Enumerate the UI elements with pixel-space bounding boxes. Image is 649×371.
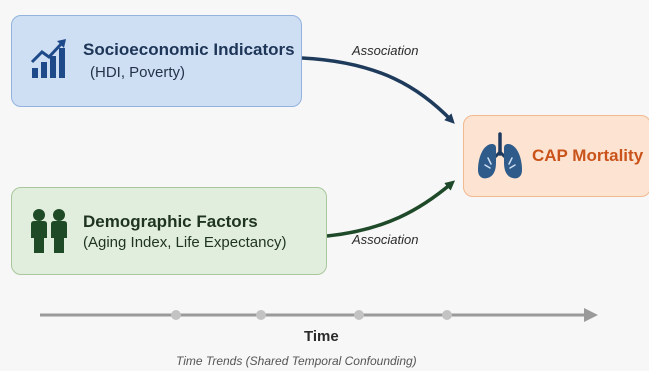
node-title: Socioeconomic Indicators (83, 40, 295, 59)
node-cap-mortality: CAP Mortality (463, 115, 649, 197)
timeline-tick (442, 310, 452, 320)
timeline-caption: Time Trends (Shared Temporal Confounding… (176, 354, 417, 368)
timeline-tick (256, 310, 266, 320)
bar-chart-trend-icon (30, 39, 66, 78)
node-demographic: Demographic Factors (Aging Index, Life E… (11, 187, 327, 275)
node-subtitle: (HDI, Poverty) (90, 64, 186, 81)
edge-label-association: Association (352, 43, 419, 58)
timeline-tick (354, 310, 364, 320)
timeline-label: Time (304, 328, 339, 345)
edge-label-association: Association (352, 232, 419, 247)
node-socioeconomic: Socioeconomic Indicators (HDI, Poverty) (11, 15, 302, 107)
node-subtitle: (Aging Index, Life Expectancy) (83, 234, 287, 251)
lungs-icon (478, 132, 522, 179)
node-title: Demographic Factors (83, 212, 258, 231)
arrow-demo-to-cap (326, 180, 456, 238)
timeline-tick (171, 310, 181, 320)
arrow-socio-to-cap (301, 56, 455, 124)
node-title: CAP Mortality (532, 146, 644, 165)
people-icon (31, 209, 67, 253)
